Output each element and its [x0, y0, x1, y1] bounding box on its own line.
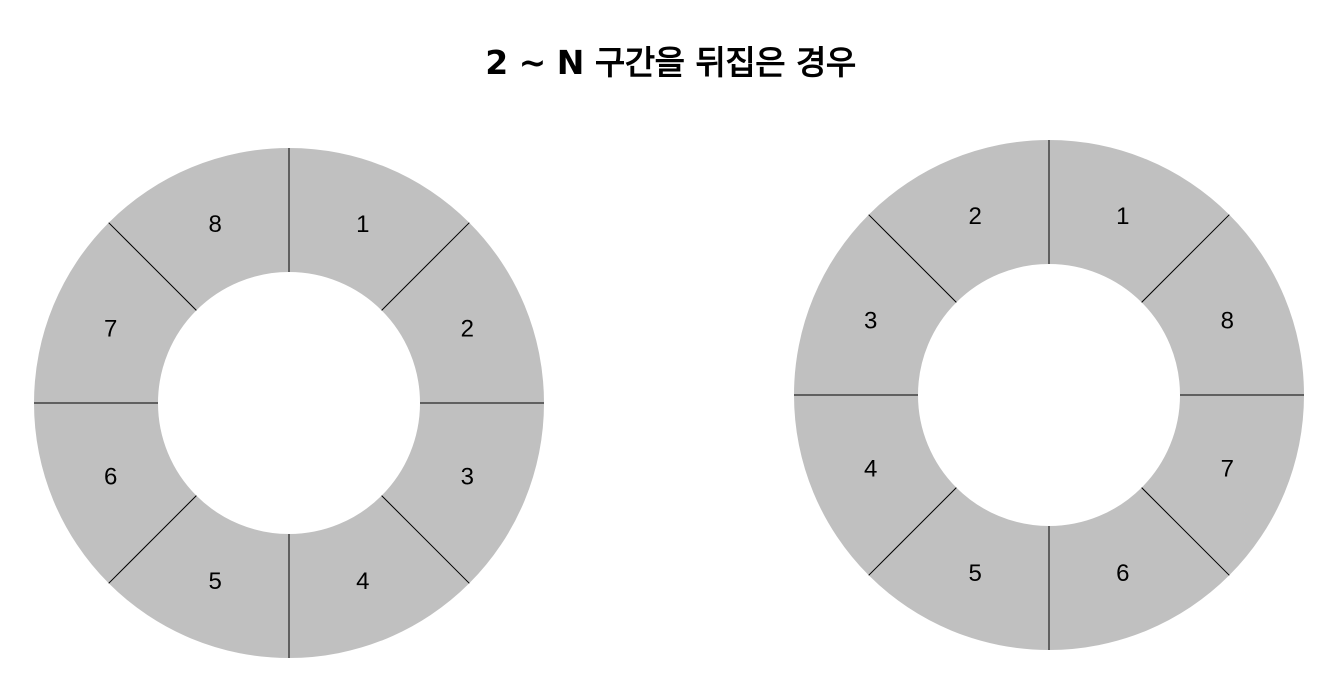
- ring-original-divider: [108, 495, 197, 584]
- ring-original-divider: [381, 222, 470, 311]
- ring-reversed-label: 3: [864, 308, 877, 335]
- ring-original-segment-8: [108, 148, 289, 311]
- ring-original-label: 5: [208, 568, 221, 595]
- ring-reversed-divider: [1141, 487, 1230, 576]
- page-title: 2 ~ N 구간을 뒤집은 경우: [485, 43, 856, 82]
- ring-reversed-divider: [868, 487, 957, 576]
- ring-reversed-label: 5: [968, 560, 981, 587]
- ring-reversed-label: 6: [1116, 560, 1129, 587]
- ring-original-segment-5: [108, 495, 289, 658]
- ring-reversed-segment-1: [1049, 140, 1230, 303]
- ring-original-label: 2: [461, 316, 474, 343]
- ring-original-segment-7: [34, 222, 197, 403]
- ring-original-label: 1: [356, 211, 369, 238]
- ring-reversed-segment-3: [794, 214, 957, 395]
- ring-original: 1 2 3 4 5 6 7 8: [34, 148, 544, 658]
- ring-original-label: 6: [104, 463, 117, 490]
- ring-original-label: 3: [461, 463, 474, 490]
- ring-original-segment-1: [289, 148, 470, 311]
- ring-reversed-label: 8: [1221, 308, 1234, 335]
- ring-original-segment-2: [381, 222, 544, 403]
- ring-reversed-divider: [1141, 214, 1230, 303]
- ring-reversed-label: 4: [864, 455, 877, 482]
- ring-reversed-segment-7: [1141, 395, 1304, 576]
- ring-original-divider: [381, 495, 470, 584]
- ring-reversed-label: 2: [968, 203, 981, 230]
- ring-reversed-label: 1: [1116, 203, 1129, 230]
- ring-original-divider: [108, 222, 197, 311]
- ring-reversed-label: 7: [1221, 455, 1234, 482]
- ring-original-label: 7: [104, 316, 117, 343]
- ring-reversed-segment-5: [868, 487, 1049, 650]
- ring-original-label: 4: [356, 568, 369, 595]
- ring-reversed: 1 8 7 6 5 4 3 2: [794, 140, 1304, 650]
- ring-reversed-divider: [868, 214, 957, 303]
- ring-reversed-segment-6: [1049, 487, 1230, 650]
- ring-original-segment-3: [381, 403, 544, 584]
- ring-original-label: 8: [208, 211, 221, 238]
- ring-reversed-segment-2: [868, 140, 1049, 303]
- ring-original-segment-6: [34, 403, 197, 584]
- ring-original-segment-4: [289, 495, 470, 658]
- ring-reversed-segment-4: [794, 395, 957, 576]
- ring-reversed-segment-8: [1141, 214, 1304, 395]
